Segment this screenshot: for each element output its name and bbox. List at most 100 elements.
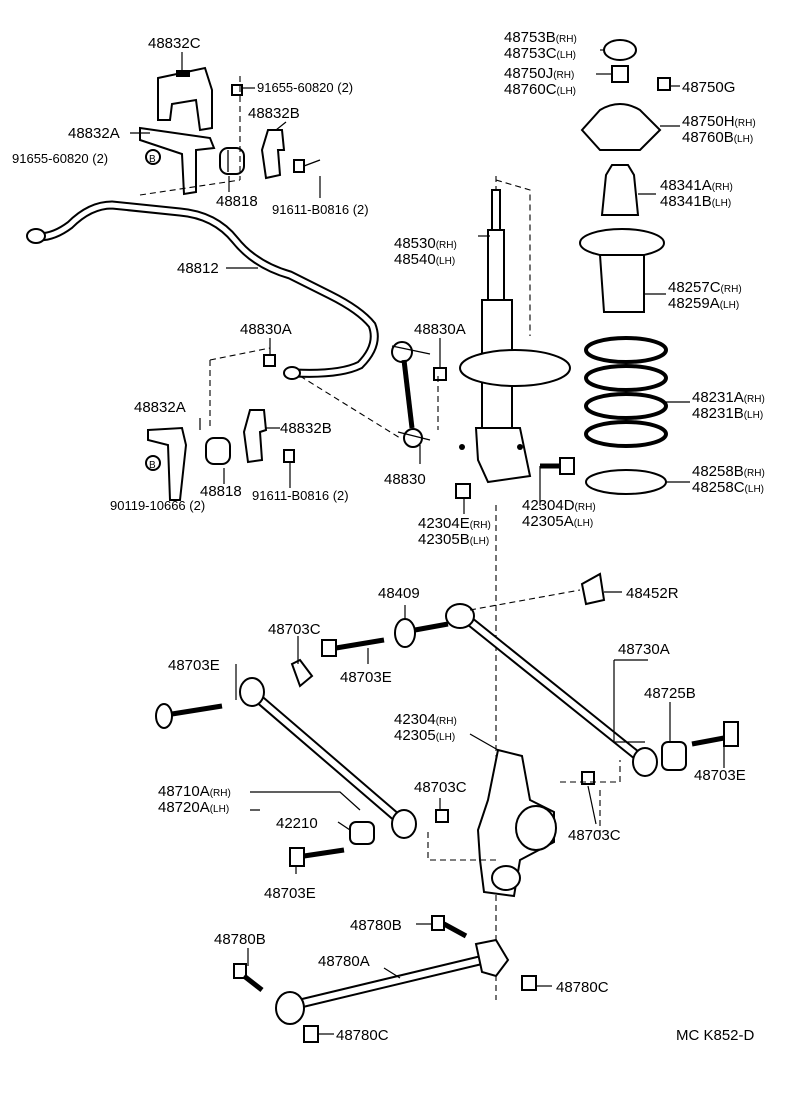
label-48780C-left: 48780C [336, 1027, 389, 1044]
label-48409: 48409 [378, 585, 420, 602]
nut-48750J-icon [611, 65, 629, 83]
label-48730A: 48730A [618, 641, 670, 658]
spring-seat-icon [459, 349, 571, 387]
labels: 48832C 91655-60820 (2) 48832B 48832A 916… [12, 29, 765, 1044]
label-48703C-b: 48703C [414, 779, 467, 796]
label-48760C: 48760C(LH) [504, 81, 576, 98]
strut-rod-rear-icon [474, 938, 510, 978]
dust-cover-top-icon [579, 228, 665, 258]
label-42305A: 42305A(LH) [522, 513, 593, 530]
strut-rod-front-icon [275, 991, 305, 1025]
arm-48710A-front-icon [239, 677, 265, 707]
label-48341A: 48341A(RH) [660, 177, 733, 194]
bolt-48780B-left-icon [233, 963, 264, 992]
label-48780C-right: 48780C [556, 979, 609, 996]
cam-48703C-icon [290, 658, 314, 688]
knuckle-hub-icon [515, 805, 557, 851]
bolt-91611-lower-icon [283, 449, 295, 463]
strut-rod-icon [491, 189, 501, 231]
label-48750H: 48750H(RH) [682, 113, 756, 130]
bracket-48832B-lower-icon [242, 409, 268, 464]
label-48753B: 48753B(RH) [504, 29, 577, 46]
label-48750G: 48750G [682, 79, 735, 96]
arm-48730A-rear-icon [632, 747, 658, 777]
label-48818-bottom: 48818 [200, 483, 242, 500]
label-42304E: 42304E(RH) [418, 515, 491, 532]
label-48703E-d: 48703E [264, 885, 316, 902]
label-42210: 42210 [276, 815, 318, 832]
label-48231B: 48231B(LH) [692, 405, 763, 422]
stopper-48452R-icon [580, 572, 606, 606]
label-48750J: 48750J(RH) [504, 65, 574, 82]
label-48830A-left: 48830A [240, 321, 292, 338]
label-48832B-top: 48832B [248, 105, 300, 122]
label-48832B-bottom: 48832B [280, 420, 332, 437]
strut-upper-tube-icon [487, 229, 505, 301]
label-48231A: 48231A(RH) [692, 389, 765, 406]
label-48710A: 48710A(RH) [158, 783, 231, 800]
bracket-upper-icon [157, 66, 213, 132]
nut-42304E-icon [455, 483, 471, 499]
bolt-91655-upper-icon [231, 84, 243, 96]
label-48257C: 48257C(RH) [668, 279, 742, 296]
nut-48830A-right-icon [433, 367, 447, 381]
bolt-48780B-right-icon [431, 915, 468, 939]
bracket-48832B-upper-icon [260, 129, 286, 180]
label-91655-top: 91655-60820 (2) [257, 80, 353, 95]
label-48452R: 48452R [626, 585, 679, 602]
bolt-mark-icon-upper [145, 149, 161, 165]
bolt-mark-lower: B [149, 460, 156, 471]
label-48530: 48530(RH) [394, 235, 457, 252]
label-48780B-left: 48780B [214, 931, 266, 948]
bolt-mark-icon-lower [145, 455, 161, 471]
label-42305: 42305(LH) [394, 727, 455, 744]
bushing-48753-icon [603, 39, 637, 61]
label-48258C: 48258C(LH) [692, 479, 764, 496]
nut-48780C-left-icon [303, 1025, 319, 1043]
arm-48710A-rear-icon [391, 809, 417, 839]
label-48703E-b: 48703E [168, 657, 220, 674]
nut-48703C-right-icon [581, 771, 595, 785]
label-48760B: 48760B(LH) [682, 129, 753, 146]
bar-end-left-icon [26, 228, 46, 244]
nut-48830A-left-icon [263, 354, 276, 367]
label-42305B: 42305B(LH) [418, 531, 489, 548]
bump-stopper-icon [600, 164, 640, 216]
stabilizer-link-icon [391, 341, 431, 448]
label-48259A: 48259A(LH) [668, 295, 739, 312]
label-48703C-c: 48703C [568, 827, 621, 844]
spring-insulator-icon [585, 469, 667, 495]
strut-rod-section [233, 915, 537, 1043]
bolt-48703E-right-icon [691, 721, 739, 747]
bar-end-right-icon [283, 366, 301, 380]
label-48812: 48812 [177, 260, 219, 277]
footer-code: MC K852-D [676, 1027, 755, 1044]
label-48780B-right: 48780B [350, 917, 402, 934]
bracket-lower-icon [147, 426, 188, 501]
label-48753C: 48753C(LH) [504, 45, 576, 62]
nut-48750G-icon [657, 77, 671, 91]
coil-spring-icon [584, 336, 668, 448]
label-48703E-a: 48703E [340, 669, 392, 686]
label-48830: 48830 [384, 471, 426, 488]
strut-bracket-icon [474, 427, 532, 484]
bolt-48703E-lower-icon [289, 847, 345, 867]
bolt-91611-upper-icon [293, 159, 321, 173]
label-90119: 90119-10666 (2) [110, 498, 205, 513]
bushing-48409-icon [394, 618, 416, 648]
label-48832A-top: 48832A [68, 125, 120, 142]
bracket-cap-icon [176, 70, 190, 77]
bushing-48725B-icon [661, 741, 687, 771]
knuckle-bushing-icon [491, 865, 521, 891]
bushing-upper-icon [219, 147, 245, 175]
label-48720A: 48720A(LH) [158, 799, 229, 816]
bolt-42304D-icon [540, 457, 575, 475]
label-48540: 48540(LH) [394, 251, 455, 268]
dust-cover-body-icon [598, 254, 645, 313]
clamp-upper-icon [139, 126, 216, 196]
label-91611-bottom: 91611-B0816 (2) [252, 488, 349, 503]
bushing-lower-icon [205, 437, 231, 465]
label-91611-top: 91611-B0816 (2) [272, 202, 369, 217]
label-48818-top: 48818 [216, 193, 258, 210]
